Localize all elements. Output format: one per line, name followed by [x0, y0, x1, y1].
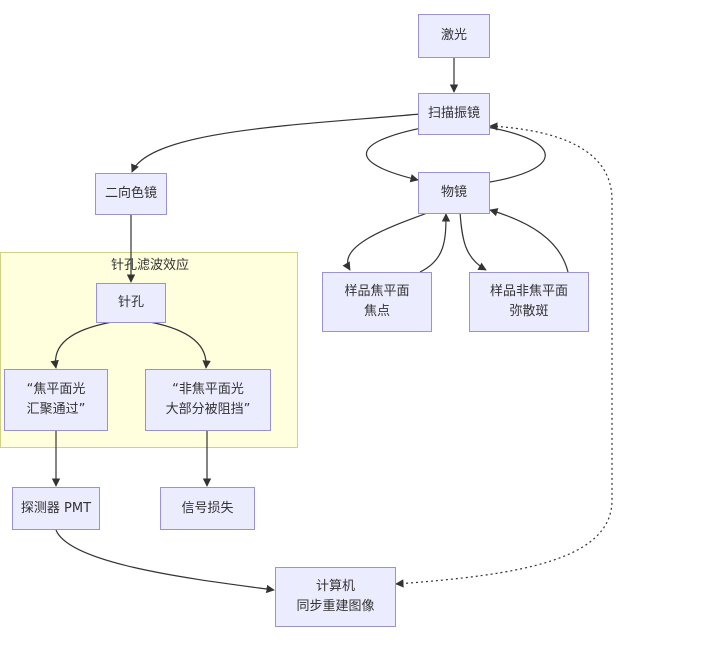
- node-focal-spot: 样品焦平面 焦点: [322, 272, 432, 332]
- node-pinhole: 针孔: [96, 283, 166, 323]
- node-focal-light-pass: “焦平面光 汇聚通过”: [4, 369, 108, 431]
- edge-pinhole-nonfocalblock: [149, 321, 211, 369]
- node-objective: 物镜: [418, 172, 490, 214]
- edge-nonfocal-objective: [489, 208, 569, 273]
- node-signal-loss: 信号损失: [160, 487, 255, 530]
- edge-detector-computer: [55, 529, 275, 594]
- edge-focal-objective: [419, 213, 451, 273]
- node-laser: 激光: [418, 14, 490, 58]
- node-dichroic-mirror: 二向色镜: [95, 173, 167, 215]
- node-detector-pmt: 探测器 PMT: [12, 487, 100, 530]
- node-nonfocal-spot: 样品非焦平面 弥散斑: [469, 272, 589, 332]
- edge-pinhole-focalpass: [50, 321, 113, 369]
- edge-objective-scanner: [479, 122, 546, 183]
- node-scanner: 扫描振镜: [418, 93, 490, 135]
- node-computer-reconstruct: 计算机 同步重建图像: [275, 567, 396, 627]
- edge-objective-focal: [342, 211, 431, 271]
- edge-objective-nonfocal: [459, 211, 487, 271]
- edge-computer-scanner-dotted: [395, 122, 613, 588]
- edge-scanner-dichroic: [131, 113, 421, 173]
- node-nonfocal-light-blocked: “非焦平面光 大部分被阻挡”: [145, 369, 271, 431]
